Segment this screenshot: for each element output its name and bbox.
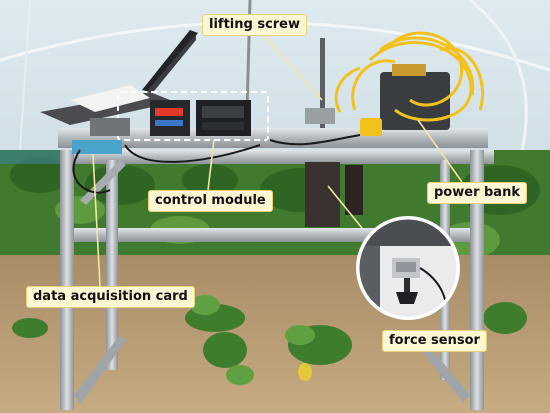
label-force-sensor: force sensor — [382, 330, 487, 352]
leader-control-module — [207, 139, 215, 191]
yellow-connector — [360, 118, 382, 136]
frame-leg-front-left — [60, 150, 74, 410]
label-power-bank: power bank — [427, 182, 527, 204]
label-lifting-screw: lifting screw — [202, 14, 308, 36]
lifting-screw-rod — [320, 38, 325, 128]
leader-lifting-screw — [261, 33, 323, 101]
control-module-display — [150, 100, 190, 136]
laptop-screen — [142, 30, 198, 92]
paper-sheets — [70, 85, 150, 112]
control-module-highlight — [117, 91, 269, 141]
crop-plants — [12, 295, 527, 385]
yellow-cable-coil — [334, 31, 485, 122]
data-acquisition-card-device — [72, 140, 122, 154]
frame-diagonal-left — [74, 335, 126, 405]
label-control-module: control module — [148, 190, 273, 212]
leader-data-acquisition-card — [92, 153, 101, 287]
leader-power-bank — [417, 119, 463, 183]
leader-force-sensor — [327, 185, 363, 229]
frame-leg-back-left — [106, 160, 118, 370]
label-data-acquisition-card: data acquisition card — [26, 286, 195, 308]
power-bank-device — [380, 72, 450, 130]
